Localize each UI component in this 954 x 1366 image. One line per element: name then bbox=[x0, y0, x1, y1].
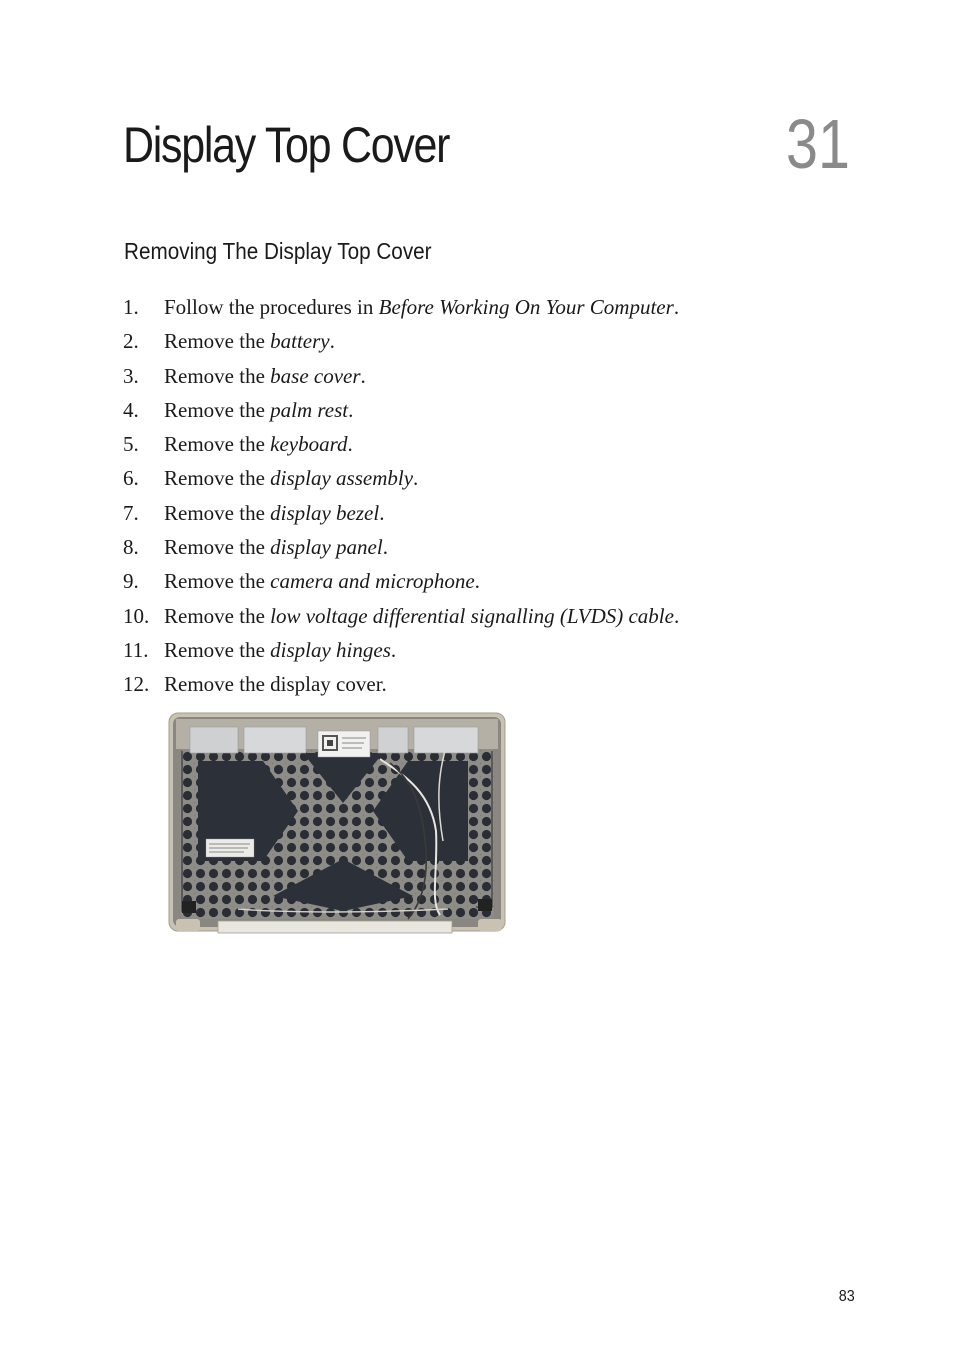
step-item: 1. Follow the procedures in Before Workin… bbox=[123, 290, 679, 324]
step-suffix: . bbox=[673, 603, 680, 628]
step-item: 6. Remove the display assembly. bbox=[123, 461, 679, 495]
section-title: Removing The Display Top Cover bbox=[124, 238, 432, 264]
step-text: Remove the bbox=[164, 432, 271, 457]
step-item: 11. Remove the display hinges. bbox=[123, 633, 679, 667]
step-item: 12. Remove the display cover. bbox=[123, 667, 679, 701]
step-number: 7. bbox=[123, 500, 139, 525]
step-suffix: . bbox=[382, 535, 388, 560]
step-suffix: . bbox=[360, 363, 366, 388]
step-link[interactable]: camera and microphone bbox=[270, 569, 475, 594]
step-link[interactable]: palm rest bbox=[270, 397, 349, 422]
step-text: Remove the bbox=[164, 363, 271, 388]
step-link[interactable]: base cover bbox=[270, 363, 361, 388]
step-number: 2. bbox=[123, 329, 139, 354]
step-text: Remove the bbox=[164, 637, 271, 662]
step-text: Follow the procedures in bbox=[164, 295, 379, 319]
step-item: 7. Remove the display bezel. bbox=[123, 496, 679, 530]
step-number: 11. bbox=[123, 637, 149, 662]
step-number: 1. bbox=[123, 295, 139, 319]
display-cover-photo bbox=[168, 712, 506, 934]
procedure-steps: 1. Follow the procedures in Before Workin… bbox=[123, 290, 679, 702]
step-suffix: . bbox=[347, 432, 353, 457]
step-suffix: . bbox=[673, 295, 680, 319]
step-item: 9. Remove the camera and microphone. bbox=[123, 564, 679, 598]
step-text: Remove the bbox=[164, 535, 271, 560]
step-suffix: . bbox=[379, 500, 385, 525]
step-suffix: . bbox=[474, 569, 480, 594]
step-text: Remove the bbox=[164, 397, 271, 422]
step-item: 3. Remove the base cover. bbox=[123, 359, 679, 393]
step-suffix: . bbox=[390, 637, 397, 662]
step-text: Remove the display cover. bbox=[164, 672, 387, 697]
step-text: Remove the bbox=[164, 329, 271, 354]
step-number: 4. bbox=[123, 397, 139, 422]
step-text: Remove the bbox=[164, 500, 271, 525]
step-number: 9. bbox=[123, 569, 139, 594]
step-number: 3. bbox=[123, 363, 139, 388]
step-number: 10. bbox=[123, 603, 150, 628]
step-link[interactable]: display bezel bbox=[270, 500, 380, 525]
step-link[interactable]: display assembly bbox=[270, 466, 414, 491]
step-item: 5. Remove the keyboard. bbox=[123, 427, 679, 461]
step-text: Remove the bbox=[164, 466, 271, 491]
step-suffix: . bbox=[329, 329, 335, 354]
step-item: 4. Remove the palm rest. bbox=[123, 393, 679, 427]
step-link[interactable]: low voltage differential signalling (LVD… bbox=[270, 603, 674, 628]
step-link[interactable]: display hinges bbox=[270, 637, 391, 662]
page-number: 83 bbox=[838, 1288, 855, 1305]
step-text: Remove the bbox=[164, 603, 271, 628]
step-link[interactable]: Before Working On Your Computer bbox=[378, 295, 674, 319]
step-suffix: . bbox=[348, 397, 354, 422]
step-item: 10. Remove the low voltage differential s… bbox=[123, 599, 679, 633]
chapter-title: Display Top Cover bbox=[123, 117, 450, 173]
step-suffix: . bbox=[413, 466, 419, 491]
step-text: Remove the bbox=[164, 569, 271, 594]
step-number: 5. bbox=[123, 432, 139, 457]
step-number: 12. bbox=[123, 672, 150, 697]
step-link[interactable]: display panel bbox=[270, 535, 383, 560]
step-link[interactable]: battery bbox=[270, 329, 330, 354]
step-item: 8. Remove the display panel. bbox=[123, 530, 679, 564]
step-item: 2. Remove the battery. bbox=[123, 324, 679, 358]
step-link[interactable]: keyboard bbox=[270, 432, 348, 457]
step-number: 8. bbox=[123, 535, 139, 560]
chapter-number: 31 bbox=[786, 105, 850, 183]
step-number: 6. bbox=[123, 466, 139, 491]
